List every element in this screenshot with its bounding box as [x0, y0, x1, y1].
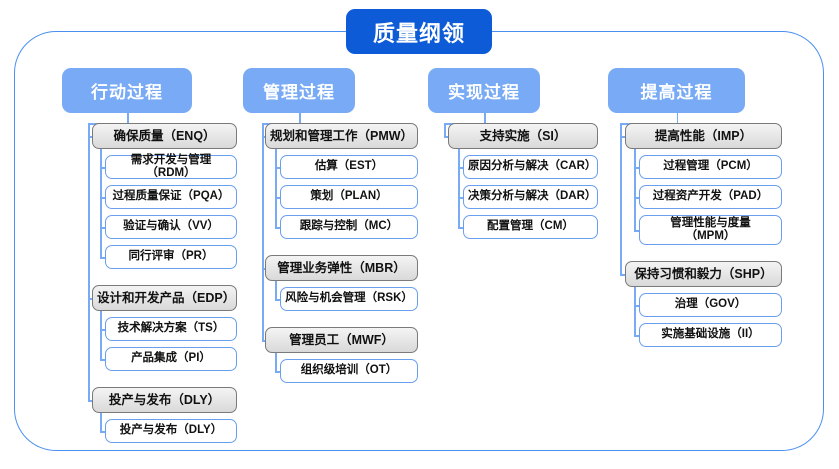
- leaf-node[interactable]: 配置管理（CM）: [463, 215, 598, 239]
- leaf-node[interactable]: 管理性能与度量（MPM）: [639, 215, 782, 245]
- leaf-node[interactable]: 过程管理（PCM）: [639, 155, 782, 179]
- leaf-node[interactable]: 决策分析与解决（DAR）: [463, 185, 598, 209]
- leaf-node[interactable]: 投产与发布（DLY）: [105, 419, 237, 443]
- child-spine: [634, 149, 636, 230]
- leaf-stub: [458, 227, 463, 229]
- group-stub: [88, 400, 92, 402]
- header-drop-2: [299, 113, 301, 123]
- group-stub: [88, 136, 92, 138]
- leaf-node[interactable]: 原因分析与解决（CAR）: [463, 155, 598, 179]
- leaf-stub: [275, 167, 280, 169]
- column-header-3: 实现过程: [428, 68, 540, 113]
- group-spine: [444, 123, 446, 136]
- leaf-node[interactable]: 过程资产开发（PAD）: [639, 185, 782, 209]
- leaf-node[interactable]: 技术解决方案（TS）: [105, 317, 237, 341]
- leaf-stub: [275, 371, 280, 373]
- leaf-stub: [100, 197, 105, 199]
- child-spine: [100, 311, 102, 359]
- group-stub: [262, 340, 265, 342]
- leaf-stub: [634, 167, 639, 169]
- child-spine: [100, 413, 102, 431]
- leaf-node[interactable]: 同行评审（PR）: [105, 245, 237, 269]
- header-drop-1: [127, 113, 129, 123]
- group-node[interactable]: 提高性能（IMP）: [625, 123, 782, 149]
- root-title-node: 质量纲领: [346, 9, 492, 54]
- leaf-node[interactable]: 实施基础设施（II）: [639, 323, 782, 347]
- group-stub: [444, 136, 448, 138]
- group-spine: [88, 123, 90, 400]
- leaf-stub: [634, 335, 639, 337]
- child-spine: [275, 353, 277, 371]
- child-spine: [275, 281, 277, 299]
- leaf-node[interactable]: 策划（PLAN）: [280, 185, 418, 209]
- group-node[interactable]: 管理业务弹性（MBR）: [265, 255, 418, 281]
- leaf-node[interactable]: 估算（EST）: [280, 155, 418, 179]
- leaf-node[interactable]: 验证与确认（VV）: [105, 215, 237, 239]
- child-spine: [458, 149, 460, 227]
- column-header-4: 提高过程: [608, 68, 745, 113]
- child-spine: [634, 287, 636, 335]
- leaf-node[interactable]: 跟踪与控制（MC）: [280, 215, 418, 239]
- group-spine: [620, 123, 622, 274]
- column-header-1: 行动过程: [62, 68, 192, 113]
- leaf-node[interactable]: 治理（GOV）: [639, 293, 782, 317]
- column-header-2: 管理过程: [243, 68, 355, 113]
- group-node[interactable]: 设计和开发产品（EDP）: [92, 285, 237, 311]
- leaf-stub: [634, 230, 639, 232]
- group-node[interactable]: 保持习惯和毅力（SHP）: [625, 261, 782, 287]
- leaf-stub: [275, 227, 280, 229]
- group-node[interactable]: 管理员工（MWF）: [265, 327, 418, 353]
- group-spine: [262, 123, 264, 340]
- leaf-stub: [100, 227, 105, 229]
- child-spine: [275, 149, 277, 227]
- leaf-stub: [458, 197, 463, 199]
- leaf-node[interactable]: 过程质量保证（PQA）: [105, 185, 237, 209]
- leaf-stub: [634, 197, 639, 199]
- leaf-node[interactable]: 需求开发与管理（RDM）: [105, 154, 237, 179]
- leaf-stub: [458, 167, 463, 169]
- leaf-stub: [100, 257, 105, 259]
- group-node[interactable]: 投产与发布（DLY）: [92, 387, 237, 413]
- leaf-stub: [275, 197, 280, 199]
- group-node[interactable]: 规划和管理工作（PMW）: [265, 123, 418, 149]
- leaf-stub: [100, 359, 105, 361]
- leaf-node[interactable]: 产品集成（PI）: [105, 347, 237, 371]
- leaf-stub: [275, 299, 280, 301]
- group-node[interactable]: 确保质量（ENQ）: [92, 123, 237, 149]
- leaf-stub: [100, 431, 105, 433]
- leaf-stub: [634, 305, 639, 307]
- header-drop-3: [484, 113, 486, 123]
- leaf-stub: [100, 167, 105, 169]
- leaf-stub: [100, 329, 105, 331]
- leaf-node[interactable]: 组织级培训（OT）: [280, 359, 418, 383]
- group-stub: [88, 298, 92, 300]
- group-stub: [620, 274, 625, 276]
- child-spine: [100, 149, 102, 257]
- leaf-node[interactable]: 风险与机会管理（RSK）: [280, 287, 418, 311]
- group-node[interactable]: 支持实施（SI）: [448, 123, 598, 149]
- group-stub: [620, 136, 625, 138]
- header-drop-4: [676, 113, 679, 123]
